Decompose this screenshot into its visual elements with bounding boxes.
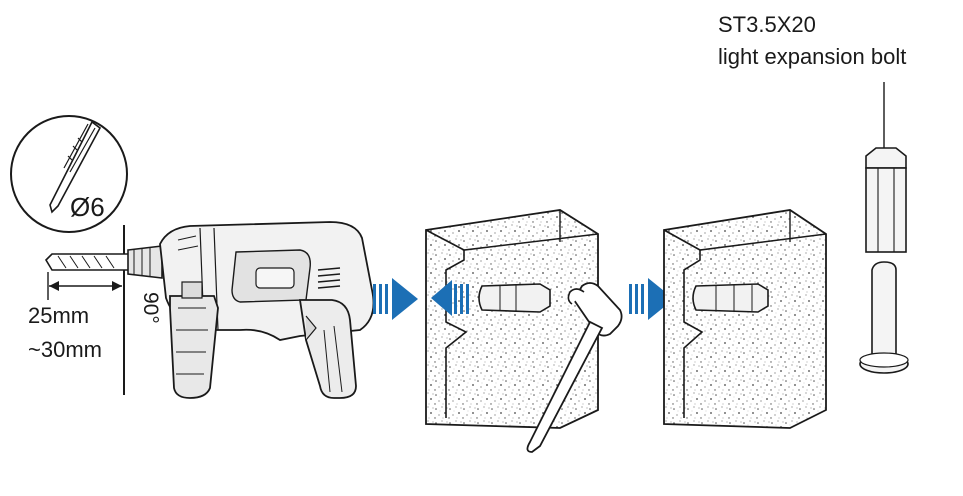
bolt-spec-label: ST3.5X20 [718, 10, 816, 40]
wall-block-icon [426, 210, 598, 428]
bolt-name-label: light expansion bolt [718, 42, 906, 72]
arrow-right-icon [373, 278, 418, 320]
drill-bit-diameter-label: Ø6 [70, 192, 105, 223]
expansion-plug-icon [479, 284, 550, 312]
depth-max-label: ~30mm [28, 336, 102, 364]
drill-bit-magnifier [11, 116, 127, 232]
drill-angle-label: 90° [138, 292, 162, 324]
expansion-plug-icon [693, 284, 768, 312]
drill-icon [46, 222, 374, 398]
depth-min-label: 25mm [28, 302, 89, 330]
wall-block-icon [664, 210, 826, 428]
expansion-bolt-icon [860, 82, 908, 373]
